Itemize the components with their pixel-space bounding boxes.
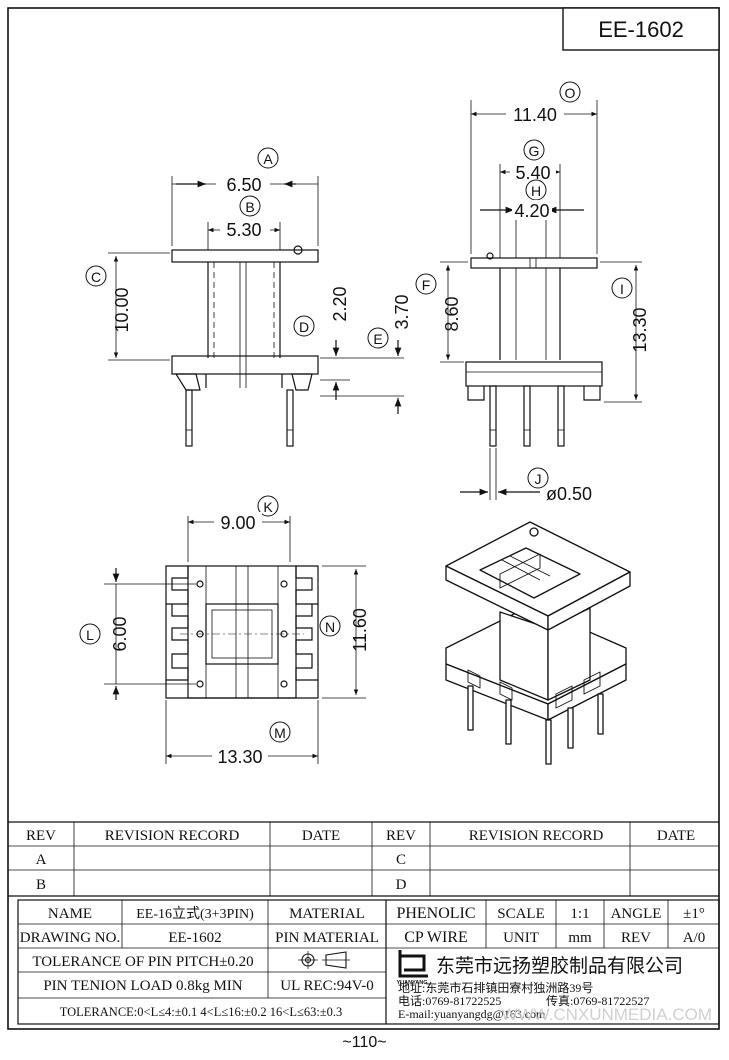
dim-j-value: ø0.50 bbox=[546, 484, 592, 504]
dim-a-letter: A bbox=[263, 151, 273, 167]
dim-j-letter: J bbox=[535, 471, 542, 487]
rev-header-left: REV bbox=[26, 828, 56, 844]
projection-symbol-icon bbox=[298, 951, 350, 969]
dim-k-letter: K bbox=[263, 499, 273, 515]
dim-i-value: 13.30 bbox=[630, 307, 650, 352]
company-address: 地址:东莞市石排镇田寮村独洲路39号 bbox=[398, 980, 593, 995]
rev-label: REV bbox=[621, 930, 651, 946]
page-number: ~110~ bbox=[342, 1034, 387, 1051]
rev-header-right: REV bbox=[386, 828, 416, 844]
dim-a-value: 6.50 bbox=[226, 175, 261, 195]
dim-g-value: 5.40 bbox=[515, 163, 550, 183]
dim-h-value: 4.20 bbox=[514, 201, 549, 221]
front-view bbox=[108, 176, 404, 447]
dim-l-letter: L bbox=[86, 627, 94, 643]
drawing-no-label: DRAWING NO. bbox=[20, 930, 120, 946]
dim-k-value: 9.00 bbox=[220, 513, 255, 533]
rev-row-b: B bbox=[36, 877, 46, 893]
bottom-view bbox=[104, 516, 366, 764]
dim-d-letter: D bbox=[299, 319, 309, 335]
unit-value: mm bbox=[568, 930, 592, 946]
record-header-left: REVISION RECORD bbox=[105, 828, 240, 844]
dim-n-letter: N bbox=[325, 619, 335, 635]
angle-value: ±1° bbox=[683, 906, 705, 922]
dim-o-value: 11.40 bbox=[513, 105, 557, 125]
dim-d-value: 2.20 bbox=[330, 286, 350, 321]
company-fax: 传真:0769-81722527 bbox=[546, 993, 649, 1008]
company-logo-icon bbox=[398, 950, 428, 978]
side-view-labels: O 11.40 G 5.40 H 4.20 F 8.60 I 13.30 J ø… bbox=[415, 81, 650, 504]
dim-o-letter: O bbox=[565, 85, 576, 101]
tolerance-general: TOLERANCE:0<L≤4:±0.1 4<L≤16:±0.2 16<L≤63… bbox=[60, 1005, 343, 1019]
company-phone: 电话:0769-81722525 bbox=[398, 994, 501, 1008]
unit-label: UNIT bbox=[503, 930, 539, 946]
front-view-labels: A 6.50 B 5.30 C 10.00 D 2.20 E 3.70 bbox=[85, 147, 412, 349]
dim-b-letter: B bbox=[245, 199, 254, 215]
dim-e-value: 3.70 bbox=[392, 294, 412, 329]
part-number: EE-1602 bbox=[598, 17, 684, 42]
ul-rec: UL REC:94V-0 bbox=[280, 978, 373, 994]
angle-label: ANGLE bbox=[611, 906, 662, 922]
company-email: E-mail:yuanyangdg@163.com bbox=[398, 1007, 546, 1021]
pin-material-label: PIN MATERIAL bbox=[275, 930, 379, 946]
dim-g-letter: G bbox=[529, 143, 540, 159]
spec-table: NAME EE-16立式(3+3PIN) MATERIAL PHENOLIC S… bbox=[17, 899, 720, 1025]
rev-row-a: A bbox=[36, 852, 47, 868]
dim-m-letter: M bbox=[274, 725, 286, 741]
dim-m-value: 13.30 bbox=[217, 747, 262, 767]
dim-f-letter: F bbox=[422, 277, 431, 293]
company-logo-text: YUANYANG bbox=[397, 980, 428, 986]
dim-n-value: 11.60 bbox=[350, 608, 370, 652]
date-header-right: DATE bbox=[657, 828, 695, 844]
material-label: MATERIAL bbox=[289, 906, 365, 922]
date-header-left: DATE bbox=[302, 828, 340, 844]
rev-row-d: D bbox=[396, 877, 407, 893]
name-value: EE-16立式(3+3PIN) bbox=[136, 906, 254, 922]
drawing-no-value: EE-1602 bbox=[168, 930, 221, 946]
dim-h-letter: H bbox=[531, 183, 541, 199]
dim-c-value: 10.00 bbox=[112, 287, 132, 332]
scale-value: 1:1 bbox=[570, 906, 589, 922]
rev-value: A/0 bbox=[683, 930, 706, 946]
company-name: 东莞市远扬塑胶制品有限公司 bbox=[436, 955, 683, 977]
company-block: YUANYANG 东莞市远扬塑胶制品有限公司 地址:东莞市石排镇田寮村独洲路39… bbox=[397, 950, 712, 1024]
watermark: WWW.CNXUNMEDIA.COM bbox=[501, 1005, 712, 1024]
bottom-view-labels: K 9.00 L 6.00 N 11.60 M 13.30 bbox=[79, 495, 370, 767]
title-box: EE-1602 bbox=[562, 7, 720, 51]
record-header-right: REVISION RECORD bbox=[469, 828, 604, 844]
rev-row-c: C bbox=[396, 852, 406, 868]
dim-f-value: 8.60 bbox=[442, 296, 462, 331]
side-view bbox=[440, 100, 642, 500]
name-label: NAME bbox=[48, 906, 92, 922]
pin-tension: PIN TENION LOAD 0.8kg MIN bbox=[43, 978, 242, 994]
dim-i-letter: I bbox=[620, 281, 624, 297]
tolerance-pitch: TOLERANCE OF PIN PITCH±0.20 bbox=[32, 954, 253, 970]
dim-b-value: 5.30 bbox=[226, 220, 261, 240]
pin-material-value: CP WIRE bbox=[404, 929, 468, 946]
material-value: PHENOLIC bbox=[396, 905, 475, 922]
isometric-view bbox=[445, 521, 631, 765]
revision-table: REV REVISION RECORD DATE REV REVISION RE… bbox=[8, 821, 719, 897]
dim-l-value: 6.00 bbox=[110, 616, 130, 651]
dim-c-letter: C bbox=[91, 269, 101, 285]
dim-e-letter: E bbox=[373, 331, 382, 347]
scale-label: SCALE bbox=[497, 906, 545, 922]
sheet-border bbox=[7, 7, 720, 1030]
